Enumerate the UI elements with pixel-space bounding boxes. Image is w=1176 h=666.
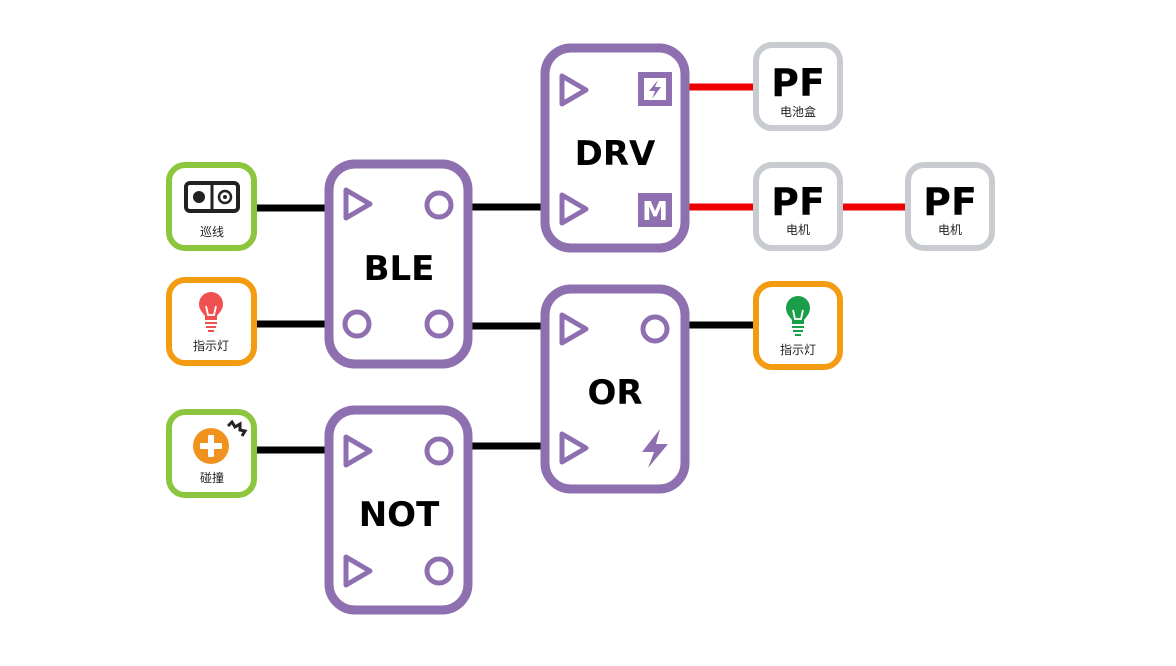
pf-battery-box-module[interactable]: PF 电池盒	[753, 42, 843, 131]
or-label: OR	[587, 373, 642, 413]
pf-motor-1-title: PF	[771, 180, 825, 224]
line-tracker-label: 巡线	[200, 225, 224, 239]
collision-sensor-module[interactable]: 碰撞	[166, 409, 257, 498]
not-module[interactable]: NOT	[324, 405, 473, 615]
indicator-light-red-label: 指示灯	[193, 338, 229, 353]
drv-input-port-1-icon[interactable]	[559, 73, 589, 107]
wires	[256, 83, 906, 454]
line-tracker-sensor-icon	[184, 181, 240, 213]
collision-sensor-label: 碰撞	[200, 470, 224, 485]
drv-motor-port-label: M	[642, 197, 668, 227]
pf-motor-2-label: 电机	[938, 223, 962, 237]
pf-motor-1-label: 电机	[786, 223, 810, 237]
pf-motor-1-frame	[753, 162, 843, 251]
lightbulb-red-icon	[199, 292, 223, 332]
not-output-port-2-icon[interactable]	[424, 556, 454, 586]
indicator-light-green-module[interactable]: 指示灯	[753, 281, 843, 370]
not-output-port-1-icon[interactable]	[424, 436, 454, 466]
pf-motor-2-frame	[905, 162, 995, 251]
or-lightning-port-icon[interactable]	[642, 429, 668, 468]
drv-label: DRV	[575, 134, 656, 174]
ble-label: BLE	[364, 249, 435, 289]
pf-battery-box-title: PF	[771, 61, 825, 105]
pf-motor-1-module[interactable]: PF 电机	[753, 162, 843, 251]
collision-sensor-icon	[193, 419, 248, 464]
not-input-port-1-icon[interactable]	[343, 434, 373, 468]
indicator-light-red-module[interactable]: 指示灯	[166, 277, 257, 366]
or-module[interactable]: OR	[540, 284, 690, 494]
drv-motor-port-icon[interactable]: M	[638, 193, 672, 227]
or-output-port-icon[interactable]	[640, 314, 670, 344]
drv-module[interactable]: M DRV	[540, 43, 690, 253]
indicator-light-green-label: 指示灯	[780, 342, 816, 357]
line-tracker-module[interactable]: 巡线	[166, 162, 257, 251]
ble-input-port-1-icon[interactable]	[343, 187, 373, 221]
drv-power-port-icon[interactable]	[638, 72, 672, 106]
ble-output-port-1-icon[interactable]	[424, 190, 454, 220]
indicator-light-green-frame	[753, 281, 843, 370]
pf-motor-2-module[interactable]: PF 电机	[905, 162, 995, 251]
ble-output-port-2-icon[interactable]	[424, 309, 454, 339]
or-input-port-1-icon[interactable]	[559, 312, 589, 346]
drv-input-port-2-icon[interactable]	[559, 192, 589, 226]
ble-module[interactable]: BLE	[324, 159, 473, 369]
pf-battery-box-label: 电池盒	[780, 104, 816, 119]
not-label: NOT	[359, 495, 440, 535]
ble-port-3-icon[interactable]	[342, 309, 372, 339]
pf-battery-box-frame	[753, 42, 843, 131]
or-input-port-2-icon[interactable]	[559, 431, 589, 465]
pf-motor-2-title: PF	[923, 180, 977, 224]
not-input-port-2-icon[interactable]	[343, 554, 373, 588]
indicator-light-red-frame	[166, 277, 257, 366]
lightbulb-green-icon	[786, 296, 810, 336]
